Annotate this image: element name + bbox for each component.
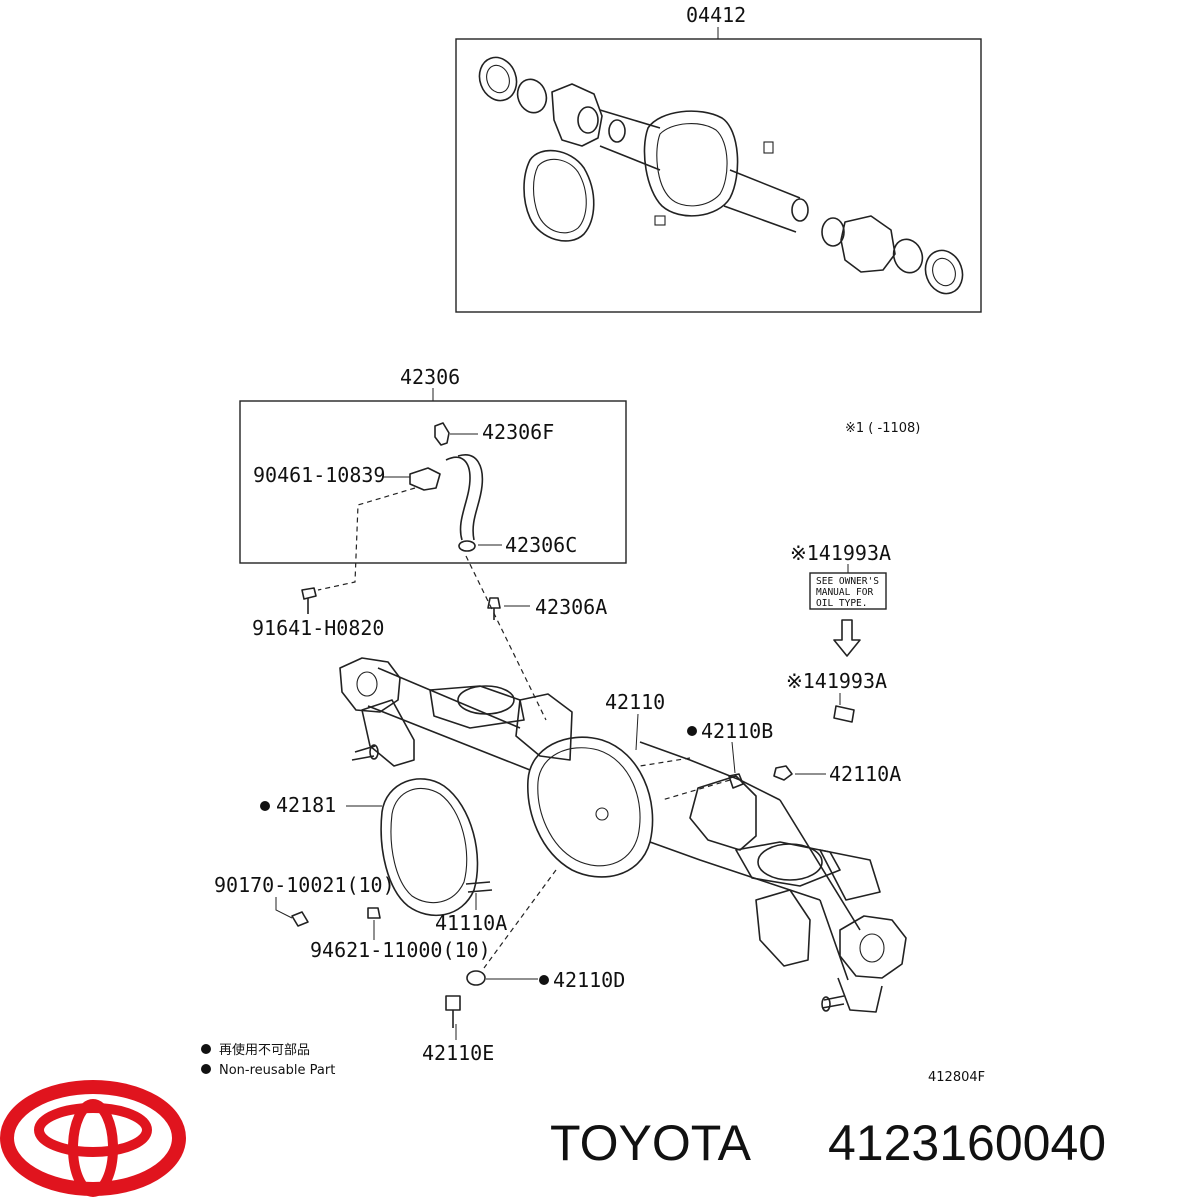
breather-plug-illustration [487, 597, 530, 620]
toyota-logo [0, 1080, 186, 1197]
axle-housing-illustration [339, 657, 907, 1013]
non-reusable-dot [260, 801, 270, 811]
non-reusable-dot [201, 1044, 211, 1054]
callout-42110: 42110 [605, 690, 665, 714]
oil-label-line-2: MANUAL FOR [816, 587, 873, 598]
kit-04412-box [455, 38, 982, 313]
callout-42306: 42306 [400, 365, 460, 389]
note-range: ※1 ( -1108) [845, 421, 920, 436]
brand-name: TOYOTA [550, 1115, 752, 1171]
callout-41993A-body: ※141993A [786, 669, 887, 693]
callout-42110E: 42110E [422, 1041, 494, 1065]
non-reusable-dot [201, 1064, 211, 1074]
legend-jp: 再使用不可部品 [219, 1042, 310, 1058]
kit-04412-gasket-illustration [478, 56, 964, 295]
callout-41993A-label: ※141993A [790, 541, 891, 565]
brand-part-number: 4123160040 [828, 1115, 1106, 1171]
non-reusable-dot [539, 975, 549, 985]
kit-42306-box [239, 400, 627, 564]
cover-gasket-illustration [380, 778, 479, 917]
callout-41110A: 41110A [435, 911, 507, 935]
bolt-91641-illustration [301, 587, 317, 614]
callout-42110D: 42110D [553, 968, 625, 992]
legend-en: Non-reusable Part [219, 1063, 335, 1078]
callout-90461-10839: 90461-10839 [253, 463, 385, 487]
arrow-down-icon [833, 619, 861, 657]
callout-42181: 42181 [276, 793, 336, 817]
oil-label-line-1: SEE OWNER'S [816, 576, 879, 587]
callout-94621-11000: 94621-11000(10) [310, 938, 491, 962]
callout-42306F: 42306F [482, 420, 554, 444]
callout-91641-H0820: 91641-H0820 [252, 616, 384, 640]
diagram-id: 412804F [928, 1070, 985, 1085]
breather-hose-illustration [382, 422, 502, 552]
callout-42110B: 42110B [701, 719, 773, 743]
callout-42306A: 42306A [535, 595, 607, 619]
callout-04412: 04412 [686, 3, 746, 27]
oil-label-line-3: OIL TYPE. [816, 598, 867, 609]
callout-42306C: 42306C [505, 533, 577, 557]
callout-90170-10021: 90170-10021(10) [214, 873, 395, 897]
non-reusable-dot [687, 726, 697, 736]
callout-42110A: 42110A [829, 762, 901, 786]
oil-type-label [809, 572, 887, 610]
